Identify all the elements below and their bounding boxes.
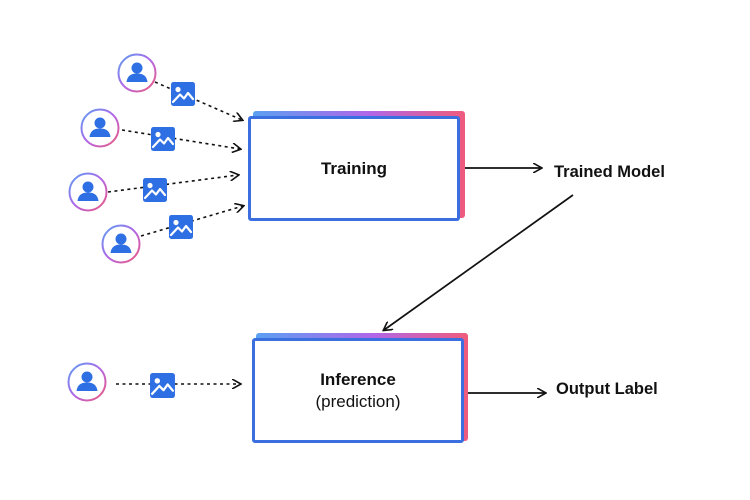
inference-label: Inference xyxy=(320,369,396,389)
image-icon xyxy=(150,126,176,152)
user-avatar-icon xyxy=(68,172,108,212)
training-label: Training xyxy=(320,158,388,178)
input-arrow-1 xyxy=(154,81,242,120)
user-avatar-icon xyxy=(80,108,120,148)
output-label-text: Output Label xyxy=(556,380,658,398)
user-avatar-icon xyxy=(67,362,107,402)
trained-model-label: Trained Model xyxy=(554,163,665,181)
image-icon xyxy=(149,372,176,399)
inference-box: Inference (prediction) xyxy=(252,338,464,443)
image-icon xyxy=(168,214,194,240)
training-box: Training xyxy=(248,116,460,221)
input-arrow-2 xyxy=(121,129,240,149)
user-avatar-icon xyxy=(117,53,157,93)
inference-sublabel: (prediction) xyxy=(315,391,401,411)
image-icon xyxy=(170,81,196,107)
image-icon xyxy=(142,177,168,203)
input-arrow-3 xyxy=(107,175,238,193)
user-avatar-icon xyxy=(101,224,141,264)
trained-model-to-inference-arrow xyxy=(384,194,574,330)
